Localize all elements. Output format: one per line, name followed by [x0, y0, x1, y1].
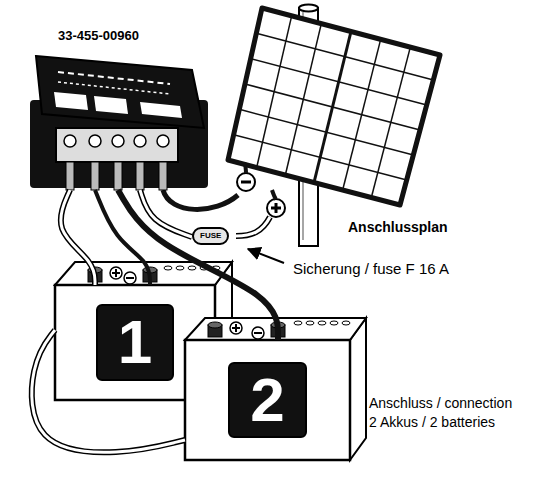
- vent-cap: [342, 321, 350, 325]
- wire-outline: [61, 190, 95, 285]
- diagram-title: Anschlussplan: [346, 219, 450, 235]
- node-label: 1: [96, 304, 174, 380]
- cell-line: [239, 109, 413, 155]
- node-label: FUSE: [200, 231, 221, 241]
- battery-box: 2: [185, 340, 350, 460]
- battery-box: 1: [55, 285, 215, 400]
- solar-panel: [228, 8, 440, 205]
- vent-cap: [176, 266, 184, 270]
- panel-plus-symbol: [267, 199, 285, 217]
- cell-line: [234, 135, 407, 180]
- fuse-holder: FUSE: [192, 227, 229, 245]
- vent-cap: [294, 321, 302, 325]
- cell-line: [245, 84, 420, 130]
- wire-core: [61, 190, 95, 285]
- wire: [140, 190, 192, 237]
- cell-line: [251, 59, 427, 105]
- callout-arrow: [248, 249, 284, 263]
- annotation: Anschluss / connection: [367, 395, 514, 411]
- controller-box: 33-455-00960: [28, 28, 208, 190]
- annotation: Sicherung / fuse F 16 A: [291, 260, 451, 277]
- panel-minus-symbol: [237, 173, 255, 191]
- node-label: 33-455-00960: [28, 28, 208, 44]
- charge-controller: [30, 56, 208, 190]
- vent-cap: [164, 266, 172, 270]
- cell-line: [256, 33, 433, 80]
- vent-cap: [306, 321, 314, 325]
- node-label: 2: [228, 362, 306, 438]
- vent-cap: [330, 321, 338, 325]
- vent-cap: [318, 321, 326, 325]
- wire-outline: [140, 190, 192, 237]
- wire-core: [140, 190, 192, 237]
- vent-cap: [188, 266, 196, 270]
- wire: [61, 190, 95, 285]
- annotation: 2 Akkus / 2 batteries: [367, 414, 497, 430]
